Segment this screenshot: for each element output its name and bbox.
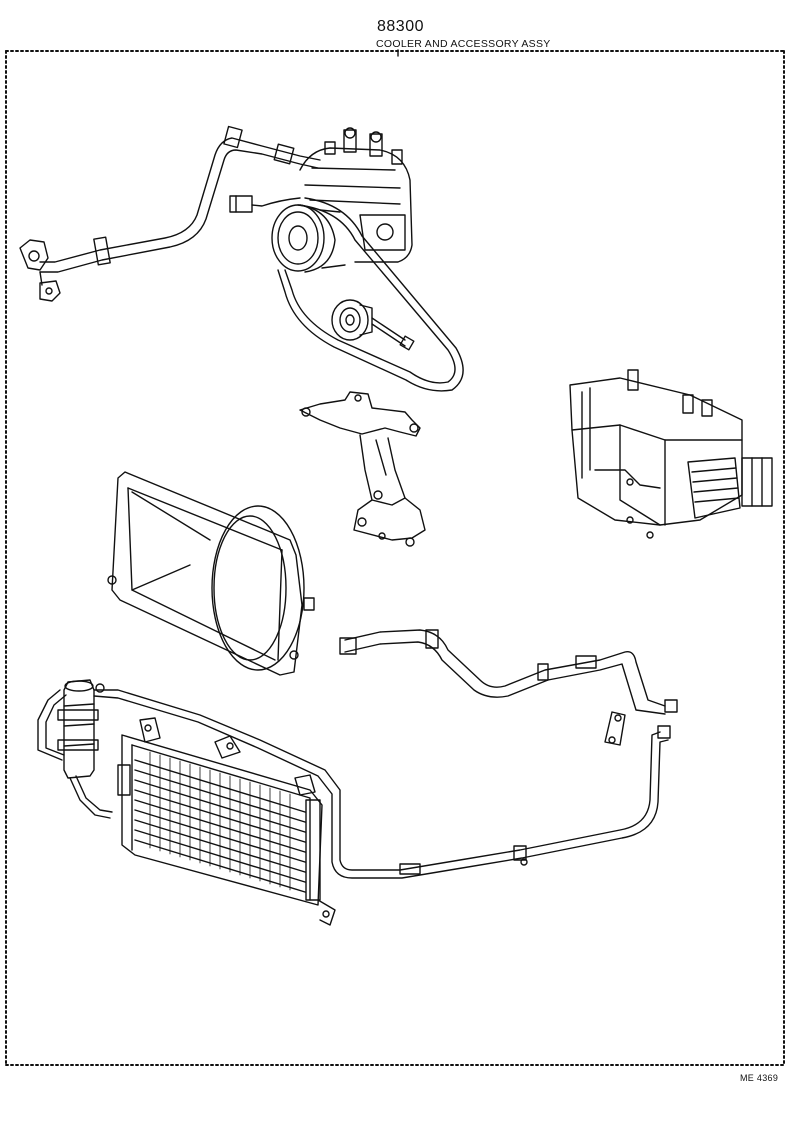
drive-belt <box>278 198 463 391</box>
page-title: COOLER AND ACCESSORY ASSY <box>376 38 551 50</box>
suction-hose <box>20 126 320 301</box>
fan-shroud <box>108 472 314 675</box>
compressor <box>230 128 412 272</box>
condenser <box>118 718 335 925</box>
illustration-code: ME 4369 <box>740 1073 779 1083</box>
compressor-bracket <box>300 392 425 546</box>
dotted-frame <box>6 51 784 1065</box>
hose-clamp <box>605 712 625 745</box>
idler-pulley <box>332 300 414 350</box>
cooling-unit <box>570 370 772 538</box>
discharge-hose <box>340 630 677 714</box>
liquid-line <box>38 690 670 878</box>
receiver-drier <box>58 680 104 778</box>
part-code: 88300 <box>377 18 424 35</box>
